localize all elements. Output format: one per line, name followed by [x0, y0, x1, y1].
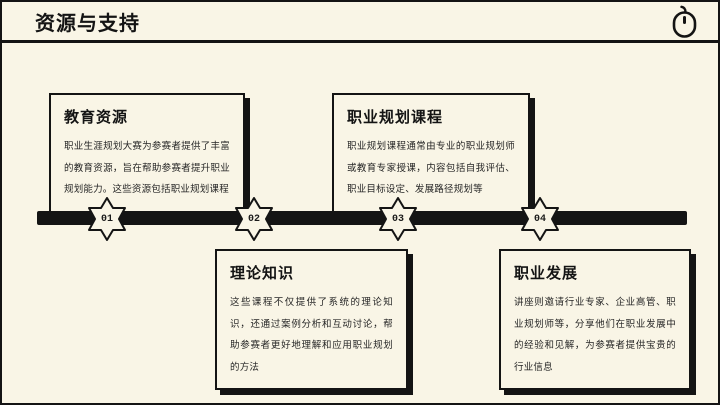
timeline-marker-01: 01 — [85, 196, 129, 242]
timeline-number: 01 — [100, 214, 113, 225]
star-icon — [521, 197, 559, 241]
timeline-number: 02 — [247, 214, 260, 225]
mouse-icon — [671, 5, 698, 38]
card-title: 理论知识 — [230, 265, 295, 282]
card-title: 职业规划课程 — [347, 109, 444, 126]
card-theoretical-knowledge: 理论知识 这些课程不仅提供了系统的理论知识，还通过案例分析和互动讨论，帮助参赛者… — [215, 249, 408, 390]
timeline-marker-04: 04 — [518, 196, 562, 242]
card-education-resources: 教育资源 职业生涯规划大赛为参赛者提供了丰富的教育资源，旨在帮助参赛者提升职业规… — [49, 93, 245, 213]
card-title: 教育资源 — [64, 109, 129, 126]
card-body: 职业生涯规划大赛为参赛者提供了丰富的教育资源，旨在帮助参赛者提升职业规划能力。这… — [64, 141, 230, 195]
page-title: 资源与支持 — [35, 12, 140, 35]
card-career-development: 职业发展 讲座则邀请行业专家、企业高管、职业规划师等，分享他们在职业发展中的经验… — [499, 249, 691, 390]
star-icon — [88, 197, 126, 241]
timeline-number: 04 — [533, 214, 546, 225]
timeline-marker-03: 03 — [376, 196, 420, 242]
star-icon — [379, 197, 417, 241]
card-career-planning-courses: 职业规划课程 职业规划课程通常由专业的职业规划师或教育专家授课，内容包括自我评估… — [332, 93, 530, 213]
header-bar: 资源与支持 — [2, 2, 718, 43]
card-body: 这些课程不仅提供了系统的理论知识，还通过案例分析和互动讨论，帮助参赛者更好地理解… — [230, 297, 393, 373]
card-body: 职业规划课程通常由专业的职业规划师或教育专家授课，内容包括自我评估、职业目标设定… — [347, 141, 515, 195]
star-icon — [235, 197, 273, 241]
card-body: 讲座则邀请行业专家、企业高管、职业规划师等，分享他们在职业发展中的经验和见解，为… — [514, 297, 676, 373]
timeline-marker-02: 02 — [232, 196, 276, 242]
card-title: 职业发展 — [514, 265, 579, 282]
timeline-bar — [37, 211, 687, 225]
timeline-number: 03 — [391, 214, 404, 225]
